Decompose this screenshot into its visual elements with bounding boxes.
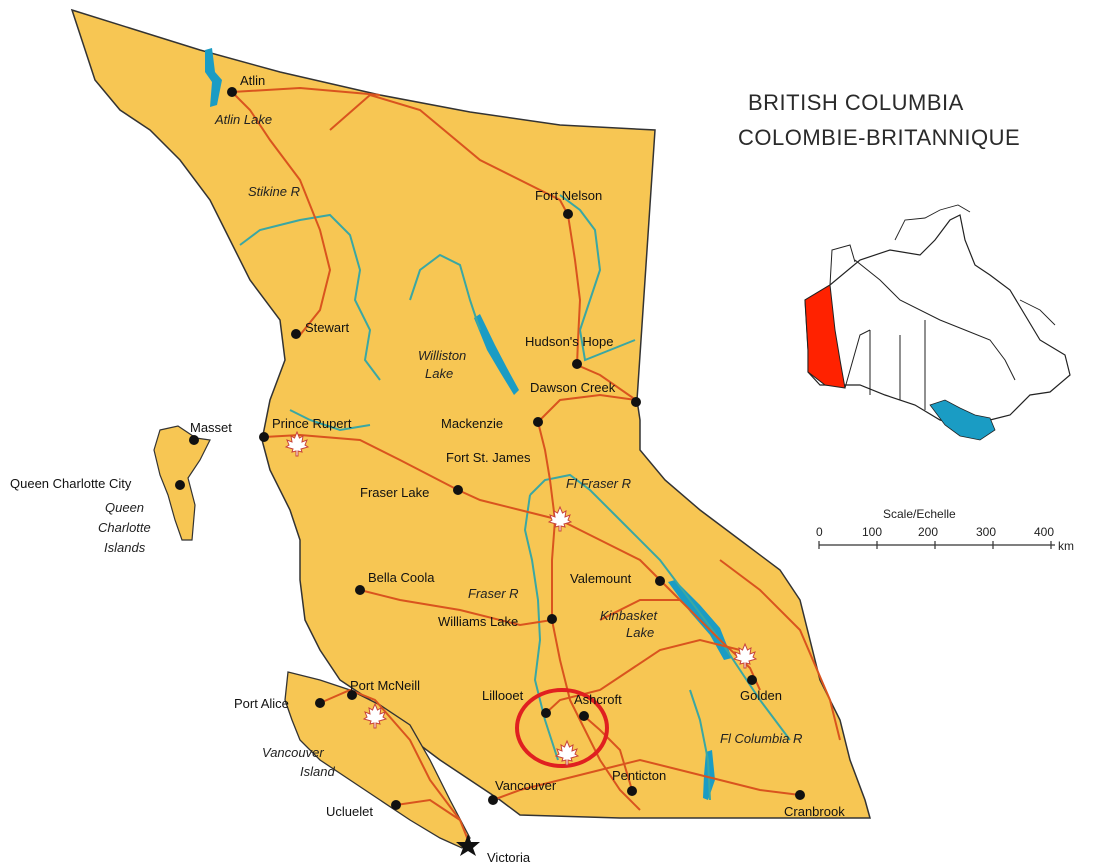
water-label-kinbasket-1: Kinbasket <box>600 608 658 623</box>
city-label-stewart: Stewart <box>305 320 349 335</box>
scale-tick-200: 200 <box>918 525 938 539</box>
bc-mainland <box>70 8 871 819</box>
dot-icon <box>175 87 805 810</box>
water-label-stikine-r: Stikine R <box>248 184 300 199</box>
roads <box>231 86 841 841</box>
water-label-qci-3: Islands <box>104 540 146 555</box>
water-label-williston-2: Lake <box>425 366 453 381</box>
scale-tick-0: 0 <box>816 525 823 539</box>
water-labels: Atlin Lake Stikine R Williston Lake Fl F… <box>98 112 802 779</box>
water-label-atlin-lake: Atlin Lake <box>214 112 272 127</box>
scale-tick-300: 300 <box>976 525 996 539</box>
water-label-qci-2: Charlotte <box>98 520 151 535</box>
city-label-fort-st-james: Fort St. James <box>446 450 531 465</box>
water-label-fraser-r: Fraser R <box>468 586 519 601</box>
water-label-vancouver-island-1: Vancouver <box>262 745 324 760</box>
city-labels: Atlin Fort Nelson Stewart Hudson's Hope … <box>10 73 845 865</box>
city-label-golden: Golden <box>740 688 782 703</box>
city-label-ashcroft: Ashcroft <box>574 692 622 707</box>
map-title-french: COLOMBIE-BRITANNIQUE <box>738 125 1020 150</box>
city-label-williams-lake: Williams Lake <box>438 614 518 629</box>
water-label-qci-1: Queen <box>105 500 144 515</box>
scale-bar: Scale/Echelle 0 100 200 300 400 km <box>816 507 1074 553</box>
star-icon <box>456 834 480 856</box>
scale-tick-100: 100 <box>862 525 882 539</box>
city-label-fort-nelson: Fort Nelson <box>535 188 602 203</box>
city-label-victoria: Victoria <box>487 850 531 865</box>
water-label-fl-columbia-r: Fl Columbia R <box>720 731 802 746</box>
city-label-atlin: Atlin <box>240 73 265 88</box>
water-label-kinbasket-2: Lake <box>626 625 654 640</box>
city-label-lillooet: Lillooet <box>482 688 524 703</box>
city-label-fraser-lake: Fraser Lake <box>360 485 429 500</box>
city-label-bella-coola: Bella Coola <box>368 570 435 585</box>
city-label-queen-charlotte-city: Queen Charlotte City <box>10 476 132 491</box>
city-label-port-mcneill: Port McNeill <box>350 678 420 693</box>
scale-title: Scale/Echelle <box>883 507 956 521</box>
map-title-english: BRITISH COLUMBIA <box>748 90 964 115</box>
city-label-penticton: Penticton <box>612 768 666 783</box>
city-label-mackenzie: Mackenzie <box>441 416 503 431</box>
scale-unit: km <box>1058 539 1074 553</box>
vancouver-island <box>284 671 471 849</box>
city-label-valemount: Valemount <box>570 571 632 586</box>
water-label-williston-1: Williston <box>418 348 466 363</box>
city-label-dawson-creek: Dawson Creek <box>530 380 616 395</box>
highlight-circle <box>515 688 609 768</box>
city-label-port-alice: Port Alice <box>234 696 289 711</box>
scale-tick-400: 400 <box>1034 525 1054 539</box>
water-label-vancouver-island-2: Island <box>300 764 335 779</box>
canada-inset <box>804 204 1071 441</box>
city-label-prince-rupert: Prince Rupert <box>272 416 352 431</box>
city-label-vancouver: Vancouver <box>495 778 557 793</box>
rivers <box>239 194 791 801</box>
city-label-ucluelet: Ucluelet <box>326 804 373 819</box>
city-label-cranbrook: Cranbrook <box>784 804 845 819</box>
water-label-fl-fraser-r: Fl Fraser R <box>566 476 631 491</box>
city-label-masset: Masset <box>190 420 232 435</box>
city-label-hudsons-hope: Hudson's Hope <box>525 334 613 349</box>
